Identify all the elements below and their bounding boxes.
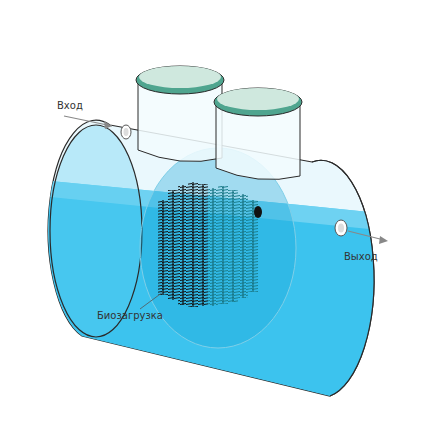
inlet-label: Вход [56,100,84,112]
outlet-label: Выход [343,251,379,263]
biomedia-label: Биозагрузка [96,310,164,322]
